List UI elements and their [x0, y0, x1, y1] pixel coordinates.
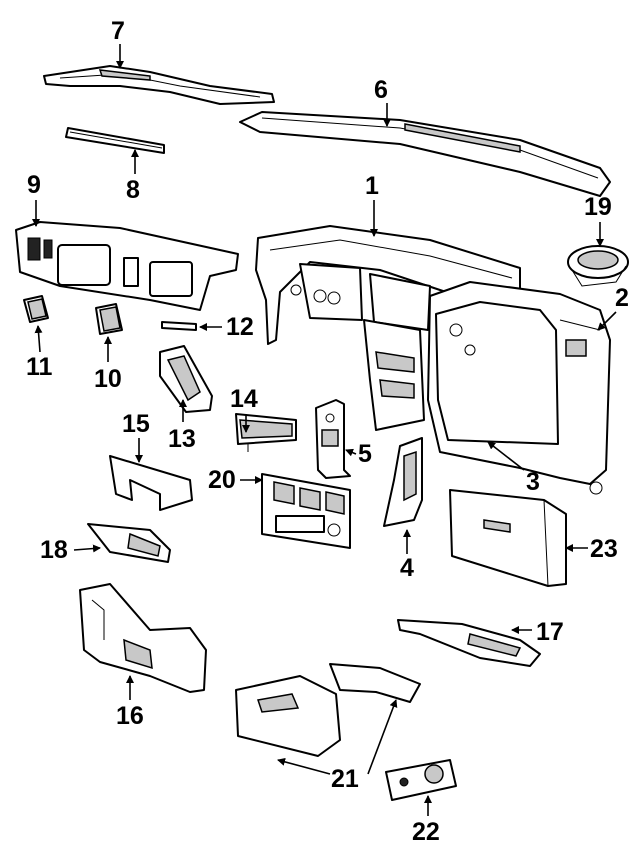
leader-21a — [277, 757, 331, 775]
part-10-switch — [95, 303, 123, 335]
callout-9: 9 — [27, 171, 41, 199]
callout-1: 1 — [365, 172, 379, 200]
part-4-support — [383, 437, 423, 527]
part-6-instrument-panel-pad — [239, 111, 611, 197]
leader-21b — [367, 699, 398, 775]
callout-19: 19 — [584, 193, 612, 221]
part-7-defroster-duct — [43, 65, 275, 105]
part-20-center-bezel — [261, 473, 351, 549]
callout-14: 14 — [230, 385, 258, 413]
callout-16: 16 — [116, 702, 144, 730]
callout-8: 8 — [126, 176, 140, 204]
leader-5 — [345, 448, 357, 457]
callout-22: 22 — [412, 818, 440, 846]
leader-2 — [597, 311, 617, 331]
part-9-cluster-bezel — [15, 221, 239, 311]
callout-23: 23 — [590, 535, 618, 563]
callout-4: 4 — [400, 554, 414, 582]
callout-6: 6 — [374, 76, 388, 104]
part-12-clip — [161, 321, 197, 331]
part-2-right-panel — [427, 281, 611, 495]
leader-18 — [73, 544, 101, 553]
part-13-trim-bezel — [159, 345, 213, 413]
leader-3 — [487, 441, 525, 471]
part-1-instrument-panel — [255, 225, 521, 431]
callout-20: 20 — [208, 466, 236, 494]
callout-11: 11 — [26, 353, 53, 381]
callout-18: 18 — [40, 536, 68, 564]
callout-5: 5 — [358, 440, 372, 468]
callout-21: 21 — [331, 765, 359, 793]
callout-17: 17 — [536, 618, 564, 646]
part-5-bracket — [315, 399, 351, 479]
part-21-storage-compartment — [235, 663, 421, 757]
callout-15: 15 — [122, 410, 150, 438]
callout-3: 3 — [526, 468, 540, 496]
part-23-glove-box-door — [449, 489, 567, 587]
callout-13: 13 — [168, 425, 196, 453]
part-19-speaker — [567, 245, 629, 287]
part-17-lower-trim — [397, 619, 541, 667]
leader-11 — [34, 325, 43, 353]
callout-7: 7 — [111, 17, 125, 45]
part-22-switch — [385, 759, 457, 801]
callout-12: 12 — [226, 313, 254, 341]
part-16-column-cover — [79, 583, 207, 693]
part-11-switch — [23, 295, 49, 323]
part-8-trim-strip — [65, 127, 165, 154]
callout-2: 2 — [615, 284, 629, 312]
part-14-module — [235, 413, 297, 452]
part-18-brace — [87, 523, 171, 563]
part-15-bracket — [109, 455, 193, 511]
callout-10: 10 — [94, 365, 122, 393]
